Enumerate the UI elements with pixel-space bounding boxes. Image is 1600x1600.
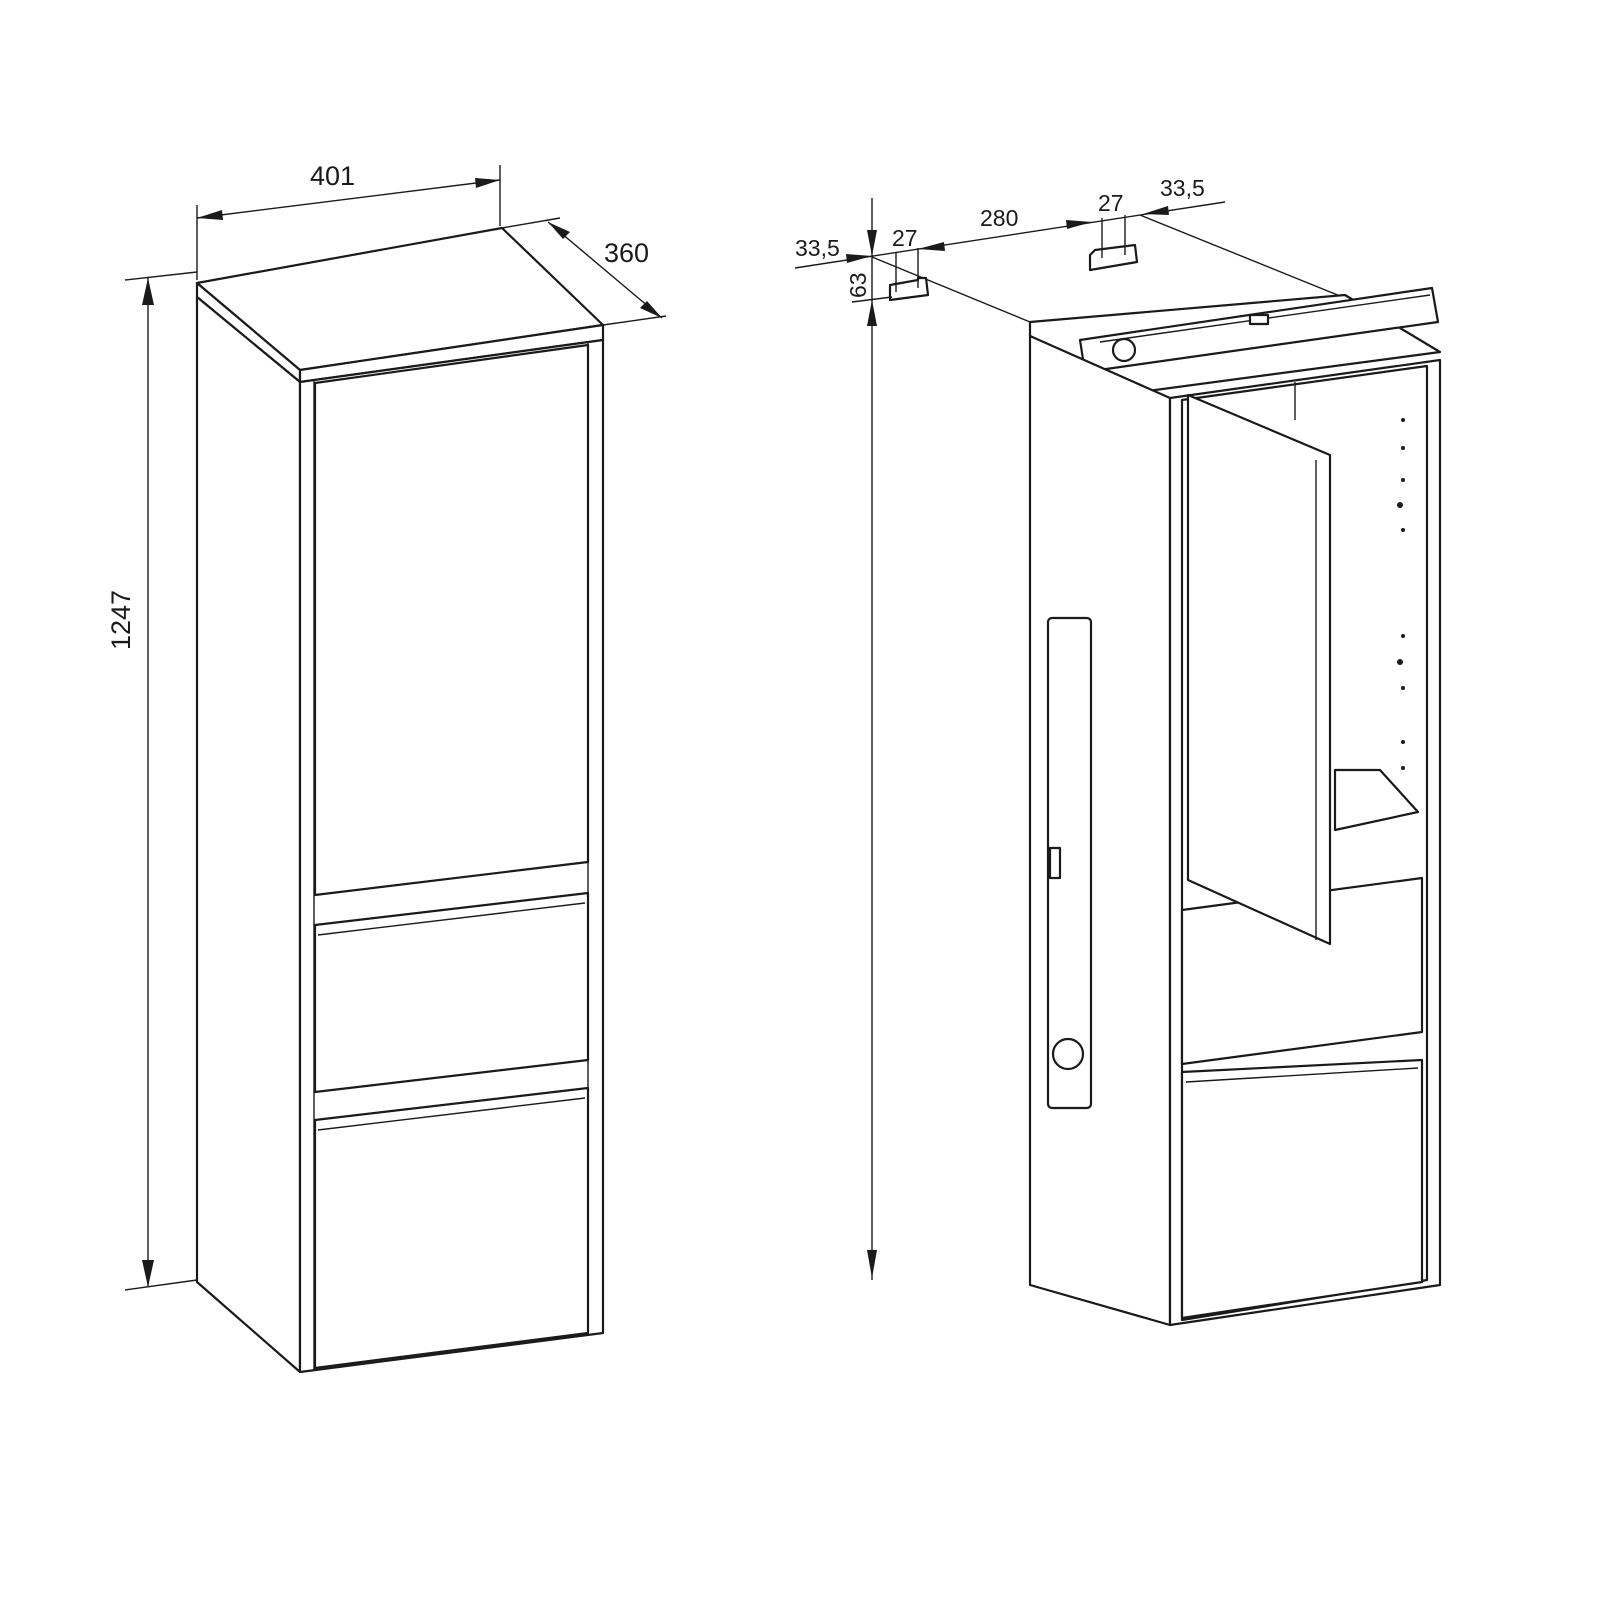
drawer-bottom [1180, 1058, 1424, 1320]
offset-right-label: 33,5 [1160, 175, 1205, 201]
side-panel [195, 295, 302, 1374]
drawer-bottom [313, 1086, 590, 1370]
right-cabinet [871, 214, 1442, 1327]
wall-bracket-right [1088, 243, 1139, 272]
left-dimensions: 401 360 1247 [106, 161, 667, 1291]
side-adjuster [1051, 1037, 1085, 1071]
shelf-pin-holes [1397, 418, 1405, 770]
width-label: 401 [310, 161, 355, 191]
open-door [1186, 393, 1332, 946]
left-cabinet [195, 226, 605, 1374]
bracket-height-label: 63 [845, 272, 871, 298]
side-rail [1046, 616, 1093, 1110]
right-dimensions: 33,5 27 280 27 33,5 63 [794, 175, 1226, 1280]
drawer-top [1180, 876, 1424, 1066]
rail-adjuster [1111, 337, 1137, 363]
drawer-top [313, 891, 590, 1094]
height-label: 1247 [106, 590, 136, 650]
depth-label: 360 [604, 238, 649, 268]
rail-clip [1248, 313, 1270, 326]
offset-left-label: 33,5 [795, 235, 840, 261]
door [313, 343, 590, 897]
side-clip [1048, 846, 1062, 880]
bracket-spacing-label: 280 [980, 205, 1018, 231]
shelf [1333, 768, 1420, 832]
bracket-right-label: 27 [1098, 190, 1124, 216]
bracket-left-label: 27 [892, 225, 918, 251]
